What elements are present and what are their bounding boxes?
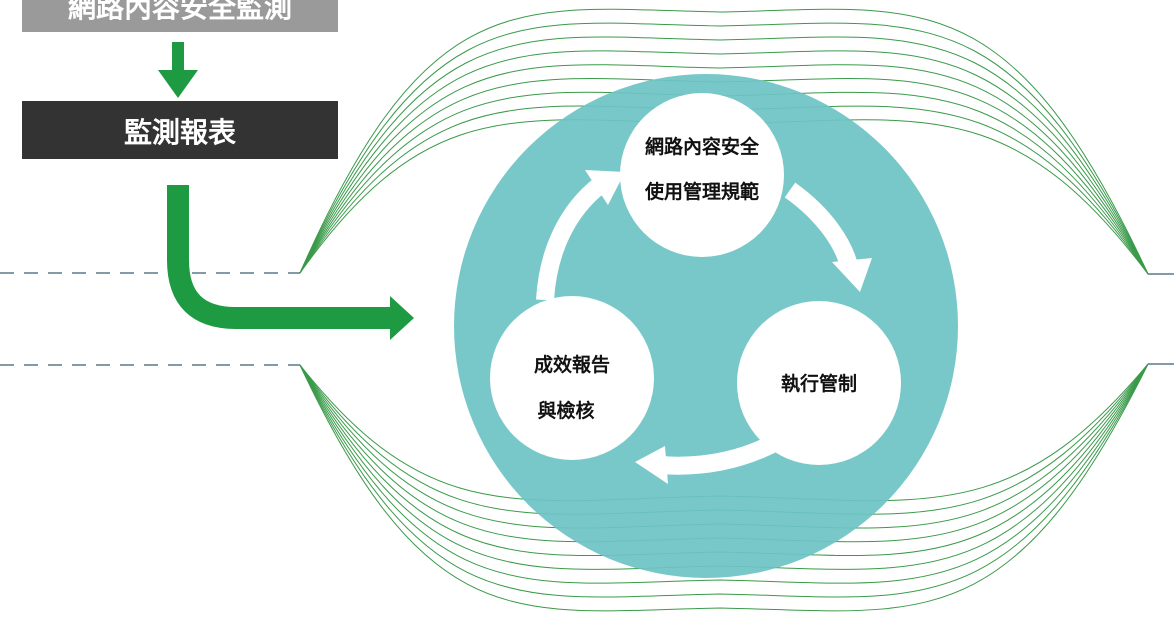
node-review-line2: 與檢核: [537, 399, 594, 422]
upper-wave-line: [299, 22, 1149, 275]
arrow-control-to-review: [659, 432, 785, 475]
node-review-circle: [490, 296, 654, 460]
top-monitor-box: [22, 0, 338, 32]
upper-wave-line: [299, 36, 1149, 275]
top-monitor-label: 網路內容安全監測: [68, 0, 292, 24]
arrow-control-to-review-head: [635, 446, 668, 484]
node-policy-line2: 使用管理規範: [644, 180, 759, 203]
node-review-line1: 成效報告: [534, 353, 610, 376]
arrow-review-to-policy: [536, 177, 606, 301]
node-control-circle: [737, 301, 901, 465]
lower-wave-line: [299, 363, 1149, 612]
lower-wave-line: [299, 363, 1149, 598]
node-control-label: 執行管制: [781, 372, 857, 395]
upper-wave-line: [299, 50, 1149, 275]
down-arrow-shaft: [172, 42, 184, 74]
l-arrow-shaft: [167, 185, 392, 329]
node-policy-line1: 網路內容安全: [645, 135, 760, 158]
upper-wave-line: [299, 8, 1149, 275]
lower-wave-line: [299, 363, 1149, 584]
down-arrow-head: [158, 70, 198, 98]
report-box: [22, 101, 338, 159]
upper-wave-line: [299, 64, 1149, 275]
arrow-policy-to-control-head: [832, 258, 872, 292]
l-arrow-head: [390, 296, 414, 340]
node-policy-circle: [620, 93, 784, 257]
report-box-label: 監測報表: [124, 116, 236, 149]
arrow-review-to-policy-head: [585, 170, 625, 205]
